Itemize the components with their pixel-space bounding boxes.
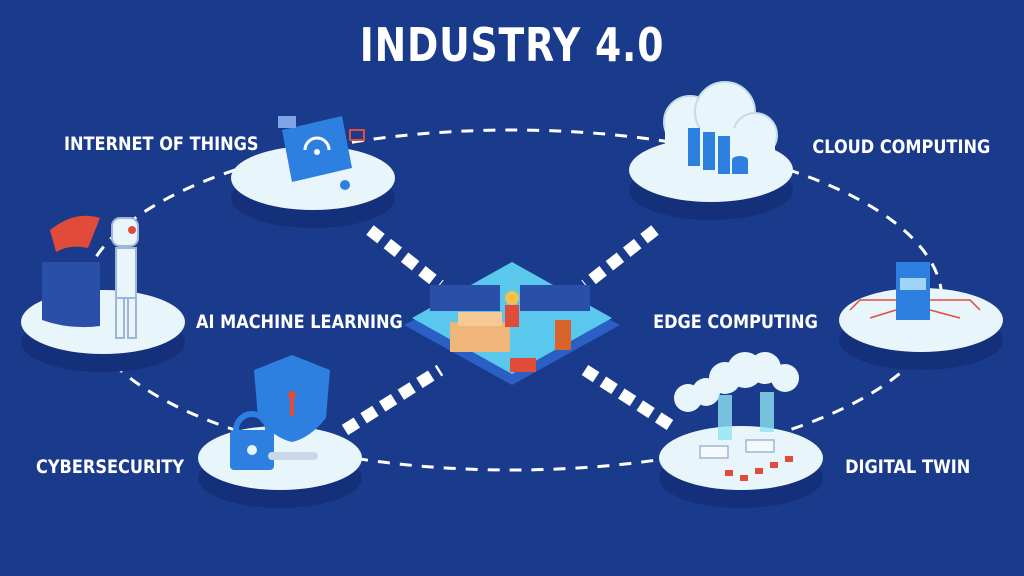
link-edge-center <box>581 364 674 431</box>
page-title: INDUSTRY 4.0 <box>359 18 665 72</box>
link-iot-center <box>366 225 444 290</box>
gear-icon <box>340 180 350 190</box>
edge-platform <box>839 262 1003 370</box>
dashboard-panel <box>42 262 100 328</box>
machine-block <box>699 445 729 459</box>
box-stack <box>450 322 510 352</box>
iot-platform <box>231 116 395 228</box>
laptop-icon <box>278 116 296 128</box>
lock-icon <box>233 411 271 431</box>
key-bar <box>268 452 318 460</box>
center-factory <box>404 262 620 385</box>
robot-icon <box>111 217 139 247</box>
robot-arm-icon <box>555 320 571 350</box>
product-dots <box>725 456 793 481</box>
conveyor-left <box>430 285 500 311</box>
server-icon <box>688 128 700 166</box>
twin-platform <box>659 352 823 508</box>
twin-clouds-icon <box>674 352 799 412</box>
wifi-icon <box>303 136 331 151</box>
link-cloud-center <box>581 225 659 290</box>
label-cyber: CYBERSECURITY <box>36 456 185 478</box>
circuit-lines <box>849 299 981 319</box>
cart-icon <box>510 358 536 372</box>
conveyor-right <box>520 285 590 311</box>
worker-icon <box>505 291 519 305</box>
gauge-icon <box>50 215 100 252</box>
link-cyber-center <box>341 364 444 436</box>
label-ai: AI MACHINE LEARNING <box>196 311 403 333</box>
label-twin: DIGITAL TWIN <box>844 456 970 478</box>
label-iot: INTERNET OF THINGS <box>64 133 259 155</box>
chip-tower-icon <box>896 262 930 320</box>
cyber-platform <box>198 355 362 508</box>
ai-platform <box>21 215 185 372</box>
label-edge: EDGE COMPUTING <box>653 311 818 333</box>
cloud-platform <box>629 81 793 220</box>
label-cloud: CLOUD COMPUTING <box>812 136 990 158</box>
